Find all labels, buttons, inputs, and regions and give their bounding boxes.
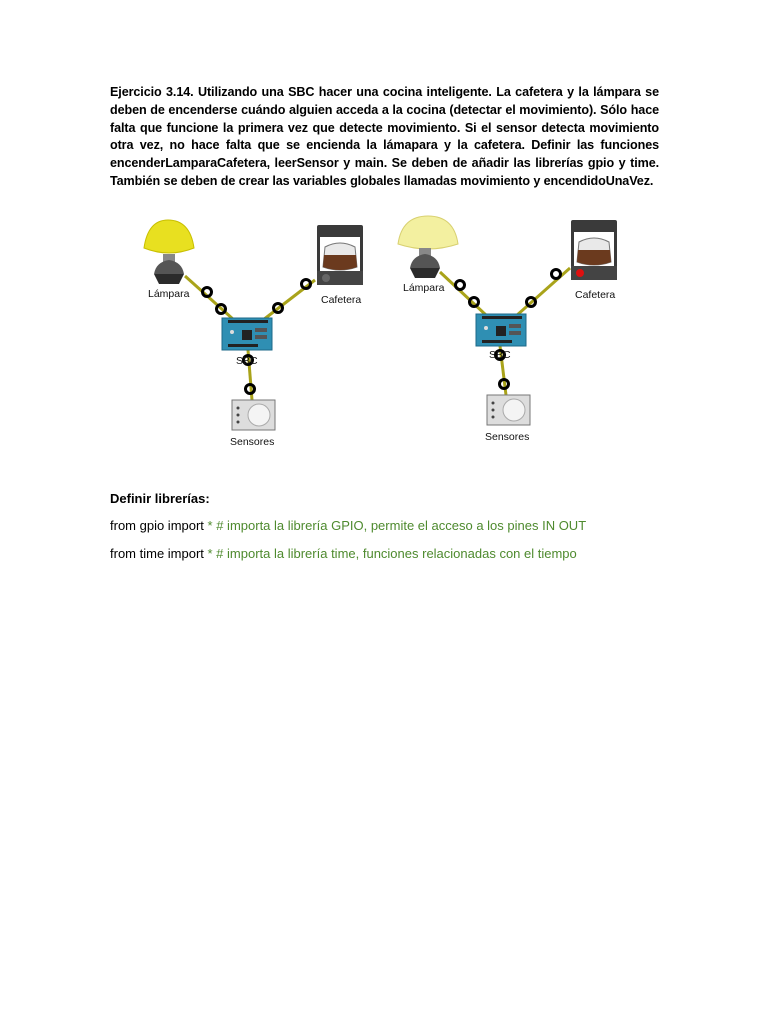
motion-sensor-icon (231, 399, 276, 431)
sbc-board-icon (221, 317, 273, 351)
motion-sensor-icon (486, 394, 531, 426)
coffee-maker-icon (570, 219, 618, 281)
code: from time import (110, 546, 208, 561)
sbc-board-icon (475, 313, 527, 347)
diagram-left: Lámpara Cafetera SBC Sensores (143, 219, 364, 448)
code-comment: * # importa la librería GPIO, permite el… (207, 518, 587, 533)
code-line-time: from time import * # importa la librería… (110, 546, 577, 561)
diagram-right: Lámpara Cafetera SBC Sensores (397, 215, 618, 443)
lamp-label: Lámpara (403, 282, 445, 294)
lamp-icon (397, 215, 459, 278)
coffee-label: Cafetera (575, 289, 615, 301)
libraries-heading: Definir librerías: (110, 491, 210, 506)
coffee-label: Cafetera (321, 294, 361, 306)
lamp-icon (143, 219, 195, 284)
code-comment: * # importa la librería time, funciones … (207, 546, 577, 561)
exercise-statement: Ejercicio 3.14. Utilizando una SBC hacer… (110, 85, 659, 188)
sbc-label: SBC (489, 349, 511, 361)
code-line-gpio: from gpio import * # importa la librería… (110, 518, 586, 533)
sensor-label: Sensores (230, 436, 274, 448)
lamp-label: Lámpara (148, 288, 190, 300)
coffee-maker-icon (316, 224, 364, 286)
wires (183, 274, 316, 401)
wire-connectors (201, 278, 312, 395)
sensor-label: Sensores (485, 431, 529, 443)
sbc-label: SBC (236, 355, 258, 367)
code: from gpio import (110, 518, 208, 533)
wire-connectors (454, 268, 562, 390)
